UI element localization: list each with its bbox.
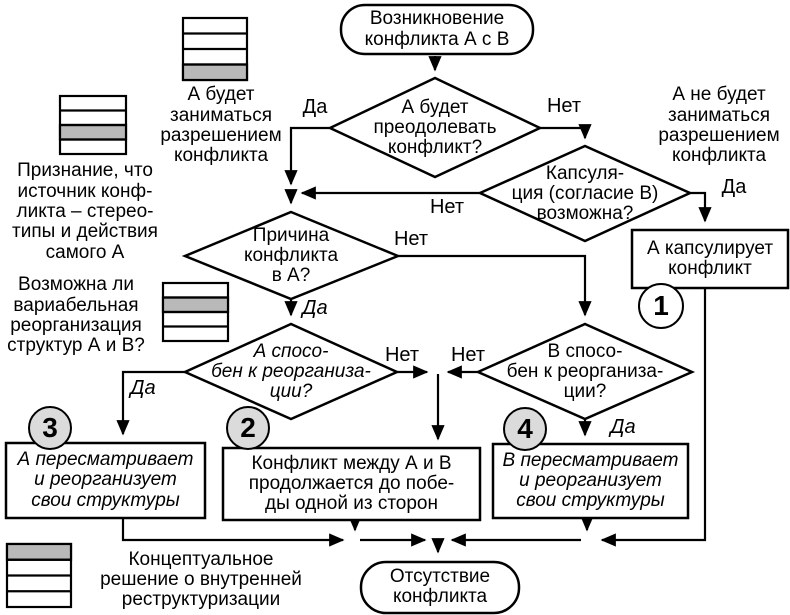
- badge-1: 1: [638, 283, 684, 329]
- arrow-encapsulation-yes: [687, 191, 712, 223]
- start-terminator-label: Возникновение конфликта А с В: [364, 8, 510, 50]
- annotation-conceptual: Концептуальное решение о внутренней рест…: [100, 548, 302, 611]
- label-encapsulation-yes: Да: [721, 175, 747, 198]
- badge-3: 3: [28, 406, 72, 450]
- arrow-cause-no: [398, 254, 592, 317]
- encapsulation-decision-label: Капсуля- ция (согласие В) возможна?: [511, 162, 659, 225]
- a-encapsulates-box-label: А капсулирует конфликт: [646, 237, 774, 279]
- cause-decision-shape: [181, 210, 402, 301]
- overcome-decision-shape: [327, 76, 543, 179]
- stripe-icon-conceptual: [5, 542, 73, 609]
- a-capable-decision-label: А спосо- бен к реорганиза- ции?: [211, 340, 371, 403]
- annotation-a-will-not-resolve: А не будет заниматься разрешением конфли…: [658, 84, 780, 167]
- cause-decision-label: Причина конфликта в А?: [243, 224, 339, 287]
- label-a-capable-no: Нет: [384, 343, 420, 366]
- end-terminator-label: Отсутствие конфликта: [389, 565, 491, 607]
- start-terminator-shape: [339, 3, 535, 56]
- a-reorganizes-box-label: А пересматривает и реорганизует свои стр…: [17, 449, 194, 511]
- b-reorganizes-box-label: В пересматривает и реорганизует свои стр…: [502, 449, 679, 512]
- stripe-icon-top: [181, 16, 249, 82]
- b-capable-decision-label: В спосо- бен к реорганиза- ции?: [506, 340, 664, 403]
- conflict-continues-box-shape: [221, 446, 482, 522]
- label-a-capable-yes: Да: [130, 376, 156, 399]
- a-reorganizes-box-shape: [4, 441, 207, 520]
- label-cause-no: Нет: [393, 227, 429, 250]
- label-b-capable-yes: Да: [610, 415, 636, 438]
- arrow-a-capable-yes: [116, 370, 185, 436]
- label-cause-yes: Да: [302, 296, 328, 319]
- b-reorganizes-box-shape: [491, 442, 690, 520]
- stripe-icon-variable-reorg: [161, 281, 230, 343]
- a-encapsulates-box-shape: [630, 228, 790, 290]
- annotation-recognition: Признание, что источник конф- ликта – ст…: [12, 160, 158, 263]
- annotation-variable-reorg: Возможна ли вариабельная реорганизация с…: [7, 274, 145, 357]
- stripe-icon-recognition: [58, 94, 128, 156]
- label-encapsulation-no: Нет: [429, 195, 465, 218]
- badge-4: 4: [503, 407, 547, 451]
- label-overcome-no: Нет: [546, 94, 582, 117]
- overcome-decision-label: А будет преодолевать конфликт?: [373, 96, 497, 159]
- b-capable-decision-shape: [474, 322, 696, 421]
- badge-2: 2: [226, 406, 270, 450]
- a-capable-decision-shape: [181, 322, 401, 421]
- annotation-a-will-resolve: А будет заниматься разрешением конфликта: [160, 84, 282, 167]
- arrow-box3-to-merge: [121, 518, 345, 547]
- conflict-continues-box-label: Конфликт между А и В продолжается до поб…: [248, 452, 455, 515]
- encapsulation-decision-shape: [476, 144, 694, 243]
- end-terminator-shape: [359, 560, 521, 615]
- arrow-overcome-yes: [284, 126, 330, 186]
- arrow-encapsulate-to-merge: [600, 288, 707, 547]
- label-overcome-yes: Да: [302, 95, 328, 118]
- label-b-capable-no: Нет: [450, 343, 486, 366]
- arrow-overcome-no: [540, 124, 592, 140]
